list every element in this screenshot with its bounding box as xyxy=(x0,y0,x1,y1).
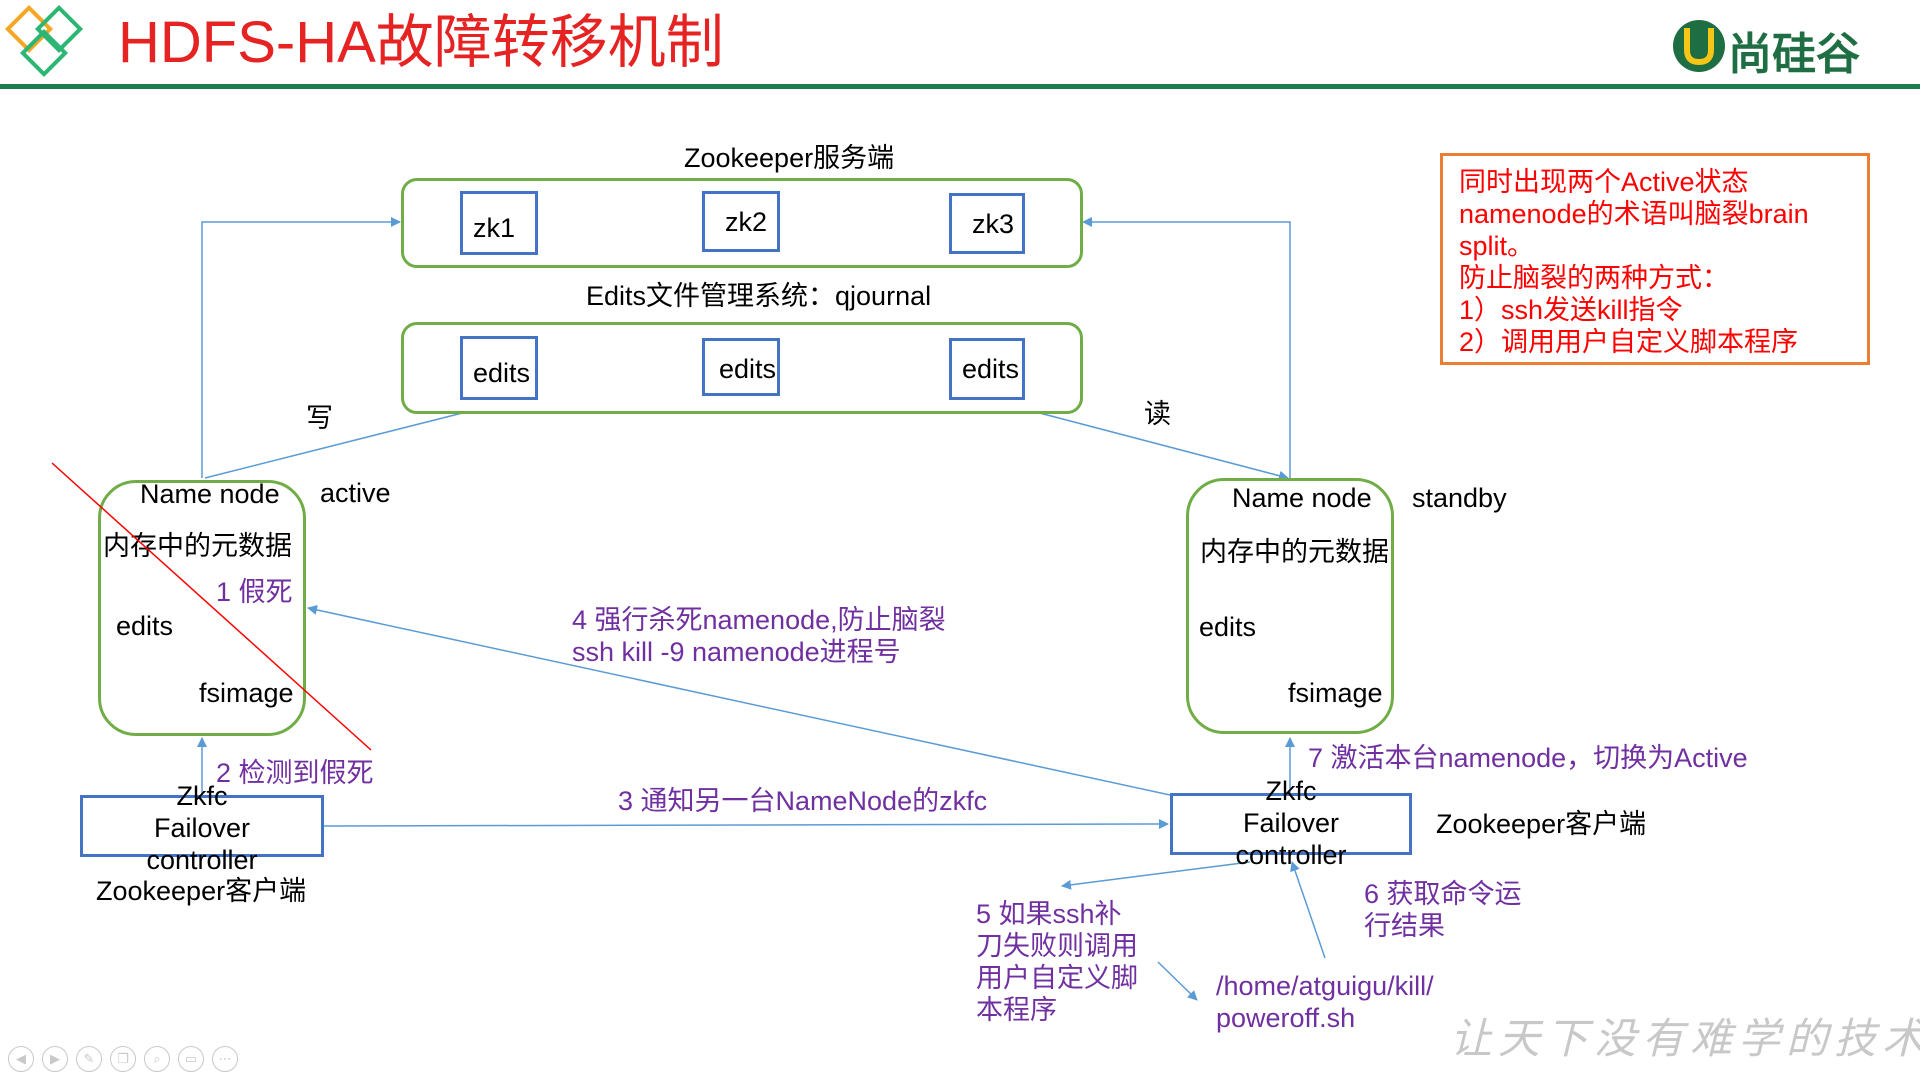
left-zkfc-label: Zkfc Failover controller xyxy=(80,780,324,876)
watermark: 让天下没有难学的技术 xyxy=(1450,1014,1920,1063)
right-zk-client-label: Zookeeper客户端 xyxy=(1436,809,1647,839)
zoom-icon[interactable]: ⌕ xyxy=(144,1046,170,1072)
step6-line2: 行结果 xyxy=(1364,911,1445,941)
step4-line1: 4 强行杀死namenode,防止脑裂 xyxy=(572,605,946,635)
edits-node-2: edits xyxy=(702,338,780,396)
split-brain-note: 同时出现两个Active状态 namenode的术语叫脑裂brain split… xyxy=(1440,153,1870,365)
step5-line3: 用户自定义脚 xyxy=(976,963,1138,993)
header-divider xyxy=(0,84,1920,89)
step5-script-arrow xyxy=(1157,961,1198,1001)
read-label: 读 xyxy=(1144,399,1171,429)
zk-node-2: zk2 xyxy=(702,191,780,252)
step5-label: 5 如果ssh补 刀失败则调用 用户自定义脚 本程序 xyxy=(976,898,1138,1026)
standby-memory-label: 内存中的元数据 xyxy=(1200,537,1389,567)
active-namenode-title: Name node xyxy=(140,479,280,509)
left-zkfc-line3: controller xyxy=(146,845,258,875)
write-label: 写 xyxy=(306,403,333,433)
left-zkfc-line1: Zkfc xyxy=(176,781,228,811)
page-title: HDFS-HA故障转移机制 xyxy=(118,10,724,75)
brand-logo-icon xyxy=(1673,20,1725,72)
pen-icon[interactable]: ✎ xyxy=(76,1046,102,1072)
right-zkfc-line3: controller xyxy=(1235,840,1347,870)
left-zkfc-line2: Failover xyxy=(153,813,251,843)
step3-arrow xyxy=(323,819,1169,830)
step3-label: 3 通知另一台NameNode的zkfc xyxy=(618,786,988,816)
step7-label: 7 激活本台namenode，切换为Active xyxy=(1308,743,1748,773)
prev-icon[interactable]: ◀ xyxy=(8,1046,34,1072)
left-zkfc-box xyxy=(80,795,324,857)
script-path-line1: /home/atguigu/kill/ xyxy=(1216,971,1434,1001)
step4-arrow xyxy=(307,605,1171,796)
right-zkfc-box xyxy=(1170,793,1412,855)
zookeeper-server-label: Zookeeper服务端 xyxy=(684,143,895,173)
screen-icon[interactable]: ▭ xyxy=(178,1046,204,1072)
note-line-1: 同时出现两个Active状态 xyxy=(1459,167,1749,197)
brand-name: 尚硅谷 xyxy=(1728,30,1860,79)
note-line-3: split。 xyxy=(1459,231,1535,261)
next-icon[interactable]: ▶ xyxy=(42,1046,68,1072)
step6-line1: 6 获取命令运 xyxy=(1364,879,1522,909)
script-path: /home/atguigu/kill/ poweroff.sh xyxy=(1216,970,1434,1034)
left-zk-client-label: Zookeeper客户端 xyxy=(96,876,307,906)
step6-label: 6 获取命令运 行结果 xyxy=(1364,878,1522,942)
step5-line1: 5 如果ssh补 xyxy=(976,899,1122,929)
write-arrow xyxy=(204,401,499,479)
zk-node-1: zk1 xyxy=(460,191,538,255)
standby-state-label: standby xyxy=(1412,483,1507,513)
step5-arrow xyxy=(1061,861,1251,890)
active-memory-label: 内存中的元数据 xyxy=(103,531,292,561)
more-icon[interactable]: ⋯ xyxy=(212,1046,238,1072)
active-state-label: active xyxy=(320,478,391,508)
header-diamond-icon xyxy=(4,4,84,78)
step5-line2: 刀失败则调用 xyxy=(976,931,1138,961)
zk-node-3: zk3 xyxy=(949,193,1025,254)
right-zk-connector xyxy=(1082,217,1291,478)
note-line-6: 2）调用用户自定义脚本程序 xyxy=(1459,327,1799,357)
note-line-4: 防止脑裂的两种方式： xyxy=(1459,263,1729,293)
note-line-5: 1）ssh发送kill指令 xyxy=(1459,295,1683,325)
slideshow-toolbar: ◀ ▶ ✎ ❐ ⌕ ▭ ⋯ xyxy=(8,1046,238,1072)
note-line-2: namenode的术语叫脑裂brain xyxy=(1459,199,1809,229)
active-fsimage-label: fsimage xyxy=(199,678,294,708)
edits-node-3: edits xyxy=(949,338,1025,400)
left-zk-connector xyxy=(201,217,401,478)
copy-icon[interactable]: ❐ xyxy=(110,1046,136,1072)
right-zkfc-label: Zkfc Failover controller xyxy=(1170,775,1412,871)
standby-fsimage-label: fsimage xyxy=(1288,678,1383,708)
standby-namenode-title: Name node xyxy=(1232,483,1372,513)
right-zkfc-line2: Failover xyxy=(1242,808,1340,838)
edits-node-1: edits xyxy=(460,336,538,400)
step4-line2: ssh kill -9 namenode进程号 xyxy=(572,637,901,667)
script-path-line2: poweroff.sh xyxy=(1216,1003,1356,1033)
standby-edits-label: edits xyxy=(1199,612,1257,642)
active-edits-label: edits xyxy=(116,611,174,641)
standby-namenode-box xyxy=(1186,478,1394,734)
step1-label: 1 假死 xyxy=(216,577,293,607)
qjournal-label: Edits文件管理系统：qjournal xyxy=(586,281,932,311)
step5-line4: 本程序 xyxy=(976,995,1057,1025)
step2-label: 2 检测到假死 xyxy=(216,758,374,788)
step6-arrow xyxy=(1290,861,1326,959)
active-namenode-box xyxy=(98,480,306,736)
right-zkfc-line1: Zkfc xyxy=(1265,776,1317,806)
